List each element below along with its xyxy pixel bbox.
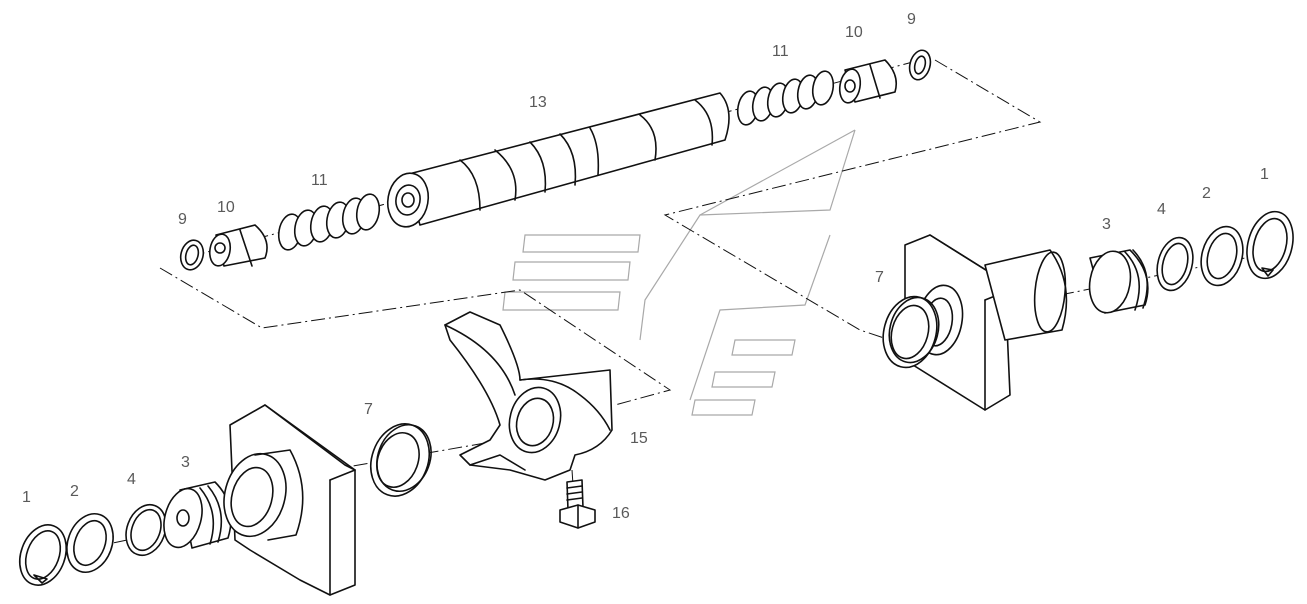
top-snap-ring-9 [908,49,932,81]
label-11-top: 11 [772,43,789,60]
right-seal-7 [882,295,940,369]
label-3-right: 3 [1102,216,1111,233]
left-ring-2 [66,513,114,573]
label-4-right: 4 [1157,201,1166,218]
label-9-top: 9 [907,11,916,28]
shift-fork-15 [444,311,613,481]
label-2-left: 2 [70,483,79,500]
label-11-mid: 11 [311,172,328,189]
label-7-right: 7 [875,269,884,286]
label-4-left: 4 [127,471,136,488]
label-2-right: 2 [1202,185,1211,202]
label-15: 15 [630,430,648,447]
top-bushing-10 [838,59,898,104]
bolt-16 [559,479,596,529]
label-7-left: 7 [364,401,373,418]
label-9-mid: 9 [178,211,187,228]
left-oring-4 [125,503,167,557]
left-snap-ring-1 [18,524,68,586]
right-oring-4 [1156,236,1194,292]
mid-spring-11 [277,193,381,251]
right-snap-ring-1 [1246,210,1294,280]
label-16: 16 [612,505,630,522]
shift-shaft-13 [386,92,730,228]
label-13: 13 [529,94,547,111]
right-ring-2 [1200,225,1244,287]
left-piston-3 [163,481,232,549]
right-piston-3 [1088,249,1149,314]
label-1-left: 1 [22,489,31,506]
label-10-mid: 10 [217,199,235,216]
label-1-right: 1 [1260,166,1269,183]
label-3-left: 3 [181,454,190,471]
left-housing [223,404,356,596]
top-spring-11 [736,70,835,126]
watermark-emblem [502,129,856,416]
left-seal-7 [370,423,432,497]
mid-snap-ring-9 [179,239,205,271]
mid-bushing-10 [208,224,268,267]
label-10-top: 10 [845,24,863,41]
